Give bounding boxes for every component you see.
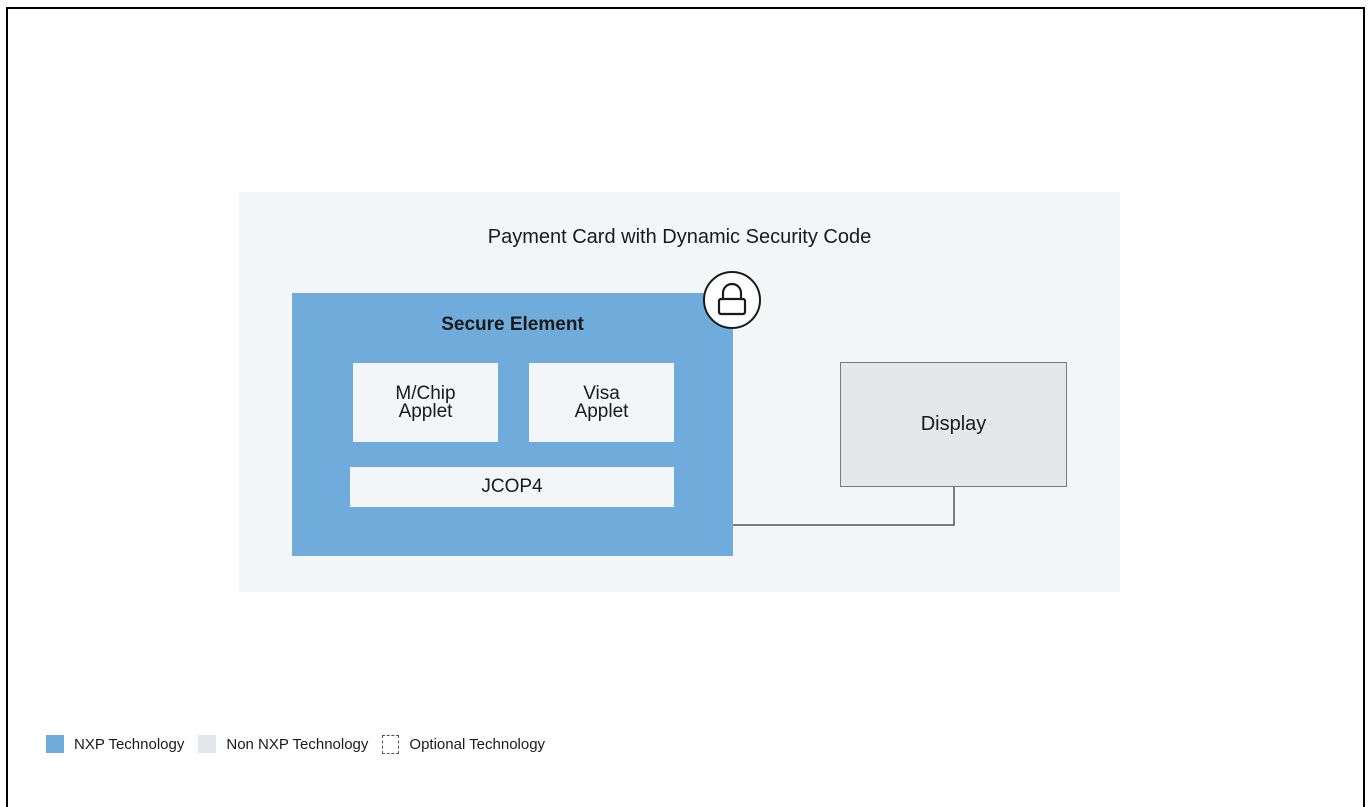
mchip-applet-block: M/Chip Applet (353, 363, 498, 442)
legend-label-nxp: NXP Technology (74, 735, 185, 753)
legend-item-optional: Optional Technology (382, 734, 546, 754)
diagram-frame (6, 7, 1365, 807)
jcop4-os-block: JCOP4 (350, 467, 674, 507)
jcop4-label: JCOP4 (481, 476, 543, 497)
legend-label-optional: Optional Technology (409, 735, 546, 753)
legend-item-nxp: NXP Technology (46, 735, 184, 753)
secure-element-title: Secure Element (441, 314, 584, 335)
non-nxp-swatch (198, 735, 217, 753)
mchip-applet-line1: M/Chip (395, 382, 456, 404)
legend-label-non-nxp: Non NXP Technology (226, 735, 369, 753)
mchip-applet-line2: Applet (398, 400, 453, 422)
visa-applet-line2: Applet (574, 400, 629, 422)
legend: NXP Technology Non NXP Technology Option… (46, 734, 559, 754)
nxp-swatch (46, 735, 64, 753)
optional-swatch (382, 734, 400, 754)
legend-item-non-nxp: Non NXP Technology (198, 735, 368, 753)
visa-applet-block: Visa Applet (529, 363, 674, 442)
visa-applet-line1: Visa (583, 382, 620, 404)
lock-icon (703, 271, 761, 329)
display-block: Display (840, 362, 1067, 487)
payment-card-title: Payment Card with Dynamic Security Code (487, 226, 872, 248)
display-label: Display (920, 413, 987, 435)
